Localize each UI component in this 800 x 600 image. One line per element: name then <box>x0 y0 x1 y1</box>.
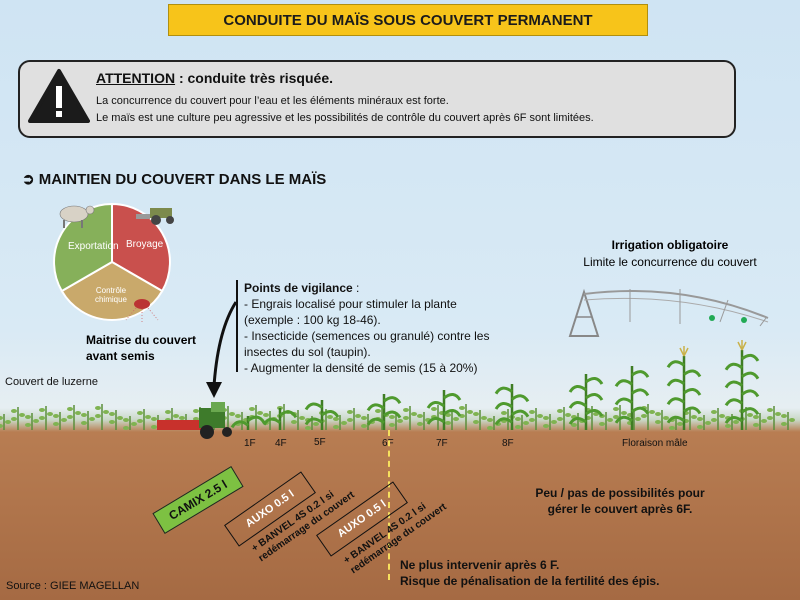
stage-6f-limit-line <box>388 430 390 580</box>
vigilance-item-3: - Insecticide (semences ou granulé) cont… <box>244 329 490 343</box>
right-note-1: Peu / pas de possibilités pour <box>535 486 705 500</box>
cover-control-pie <box>53 202 174 324</box>
cover-plant <box>137 409 151 430</box>
vigilance-item-4: insectes du sol (taupin). <box>244 345 371 359</box>
maize-plant <box>614 366 650 430</box>
cover-plant <box>473 410 487 430</box>
vigilance-block: Points de vigilance : - Engrais localisé… <box>244 280 489 376</box>
title-text: CONDUITE DU MAÏS SOUS COUVERT PERMANENT <box>223 11 593 29</box>
stage-floraison: Floraison mâle <box>622 438 688 449</box>
cover-plant <box>655 410 669 430</box>
cover-plant <box>487 416 501 430</box>
cow-icon <box>59 205 95 228</box>
cover-plant <box>389 413 403 430</box>
vigilance-item-5: - Augmenter la densité de semis (15 à 20… <box>244 361 478 375</box>
bottom-note-1: Ne plus intervenir après 6 F. <box>400 558 560 572</box>
maize-plant <box>568 374 604 430</box>
pie-label-export: Exportation <box>68 241 119 252</box>
pie-caption-1: Maitrise du couvert <box>86 333 197 347</box>
warning-line-2: Le maïs est une culture peu agressive et… <box>96 112 594 124</box>
vigilance-item-1: - Engrais localisé pour stimuler la plan… <box>244 297 457 311</box>
maize-plant <box>262 408 298 430</box>
cover-plant <box>81 411 95 430</box>
irrigation-subtitle: Limite le concurrence du couvert <box>583 255 757 269</box>
stage-7f: 7F <box>436 438 448 449</box>
cover-plant <box>515 415 529 430</box>
pie-label-broyage: Broyage <box>126 239 164 250</box>
cover-plant <box>361 414 375 430</box>
page-title: CONDUITE DU MAÏS SOUS COUVERT PERMANENT <box>168 4 648 36</box>
warning-heading: ATTENTION : conduite très risquée. <box>96 70 333 86</box>
maize-plant <box>666 346 702 430</box>
source-label: Source : GIEE MAGELLAN <box>6 580 140 592</box>
warning-line-1: La concurrence du couvert pour l’eau et … <box>96 95 449 107</box>
cover-plant <box>711 408 725 430</box>
maize-plant <box>494 384 530 430</box>
maize-plants <box>230 340 760 430</box>
irrigation-title: Irrigation obligatoire <box>611 238 729 252</box>
stage-4f: 4F <box>275 438 287 449</box>
bottom-note-2: Risque de pénalisation de la fertilité d… <box>400 574 660 588</box>
stage-8f: 8F <box>502 438 514 449</box>
warning-heading-label: ATTENTION <box>96 70 176 86</box>
warning-heading-rest: : conduite très risquée. <box>175 70 334 86</box>
warning-icon <box>28 69 90 123</box>
vigilance-bar <box>236 280 238 372</box>
cover-plant <box>697 415 711 430</box>
pie-caption-2: avant semis <box>86 349 155 363</box>
cover-plant <box>767 406 781 430</box>
cover-plant <box>123 416 137 430</box>
maize-plant <box>724 340 760 430</box>
cover-plant <box>347 408 361 430</box>
cover-plant <box>753 413 767 430</box>
camix-label: CAMIX 2.5 l <box>166 477 230 523</box>
cover-plant <box>67 405 81 430</box>
tractor-icon <box>136 208 174 225</box>
cover-plant <box>95 404 109 430</box>
pie-label-chemical: Contrôle chimique <box>94 286 127 304</box>
cover-plant <box>781 412 795 430</box>
cover-plant <box>529 408 543 430</box>
stage-6f: 6F <box>382 438 394 449</box>
cover-plant <box>53 412 67 430</box>
field-strip <box>0 340 795 430</box>
cover-plant <box>459 404 473 430</box>
cover-plant <box>333 415 347 430</box>
cover-plant <box>25 413 39 430</box>
cover-plant <box>109 410 123 430</box>
stage-5f: 5F <box>314 437 326 448</box>
maize-plant <box>366 394 402 430</box>
pie-slice-export <box>53 202 113 293</box>
cover-plant <box>11 407 25 430</box>
maize-plant <box>230 415 266 430</box>
cover-plant <box>39 406 53 430</box>
sprayer-icon <box>125 299 159 324</box>
arrow-icon <box>206 301 238 398</box>
cover-plant <box>543 414 557 430</box>
stage-1f: 1F <box>244 438 256 449</box>
irrigation-pivot-icon <box>568 288 769 337</box>
cover-plant <box>0 414 11 430</box>
cover-plant <box>557 407 571 430</box>
vigilance-title: Points de vigilance <box>244 281 353 295</box>
cover-plant <box>445 411 459 430</box>
section-title: ➲ MAINTIEN DU COUVERT DANS LE MAÏS <box>22 171 327 188</box>
cover-label: Couvert de luzerne <box>5 376 98 388</box>
vigilance-title-rest: : <box>352 281 360 295</box>
vigilance-item-2: (exemple : 100 kg 18-46). <box>244 313 381 327</box>
maize-plant <box>304 400 340 430</box>
seeder-icon <box>157 402 232 439</box>
warning-box <box>18 60 736 138</box>
right-note-2: gérer le couvert après 6F. <box>547 502 693 516</box>
maize-plant <box>426 390 462 430</box>
cover-plant <box>403 406 417 430</box>
